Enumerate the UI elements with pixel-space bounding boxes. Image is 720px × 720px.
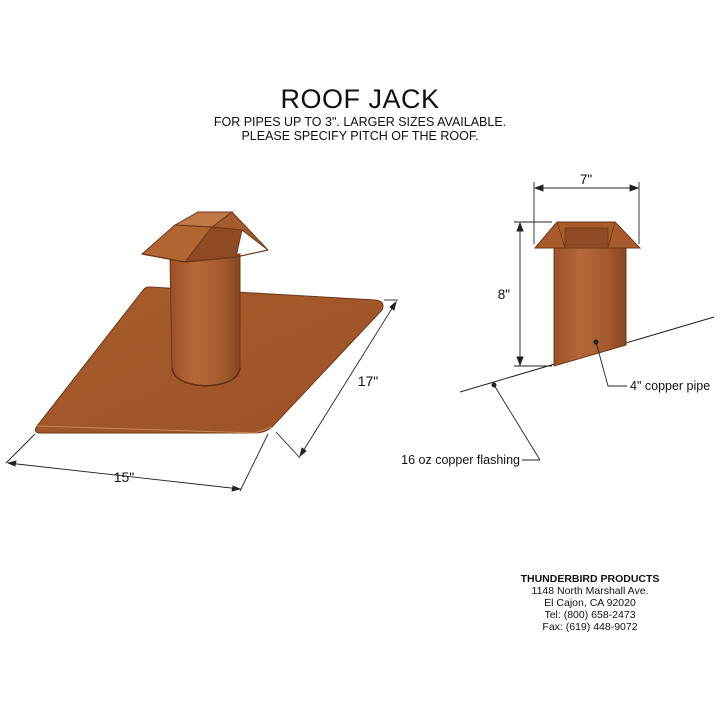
subtitle-line-2: PLEASE SPECIFY PITCH OF THE ROOF. <box>241 129 479 143</box>
cap-top <box>173 211 234 228</box>
page-title: ROOF JACK <box>280 84 440 114</box>
dimension-pipe-height <box>514 221 552 367</box>
width-label: 15" <box>114 469 135 485</box>
dimension-width <box>5 433 269 492</box>
cap-width-label: 7" <box>580 172 593 187</box>
company-tel: Tel: (800) 658-2473 <box>544 609 636 621</box>
company-address-2: El Cajon, CA 92020 <box>544 597 636 609</box>
length-label: 17" <box>358 373 379 389</box>
flashing-callout-label: 16 oz copper flashing <box>401 453 520 467</box>
company-address-1: 1148 North Marshall Ave. <box>531 585 649 597</box>
pipe-base-shadow <box>171 367 241 387</box>
company-name: THUNDERBIRD PRODUCTS <box>520 573 660 585</box>
flashing-edge <box>36 425 273 434</box>
subtitle-line-1: FOR PIPES UP TO 3". LARGER SIZES AVAILAB… <box>213 115 507 129</box>
elevation-pipe <box>553 245 627 367</box>
roof-jack-isometric <box>5 211 398 492</box>
company-fax: Fax: (619) 448-9072 <box>542 621 638 633</box>
elevation-cap-front <box>564 227 609 249</box>
pipe-callout-label: 4" copper pipe <box>630 379 710 393</box>
callout-leaders <box>491 339 627 461</box>
roof-jack-elevation <box>459 182 715 461</box>
cap-rim <box>141 249 269 263</box>
pipe-height-label: 8" <box>498 287 511 302</box>
elevation-cap-inner <box>556 221 616 249</box>
dimension-length <box>275 299 398 459</box>
dimension-cap-width <box>533 182 640 244</box>
pipe-body <box>169 253 241 387</box>
